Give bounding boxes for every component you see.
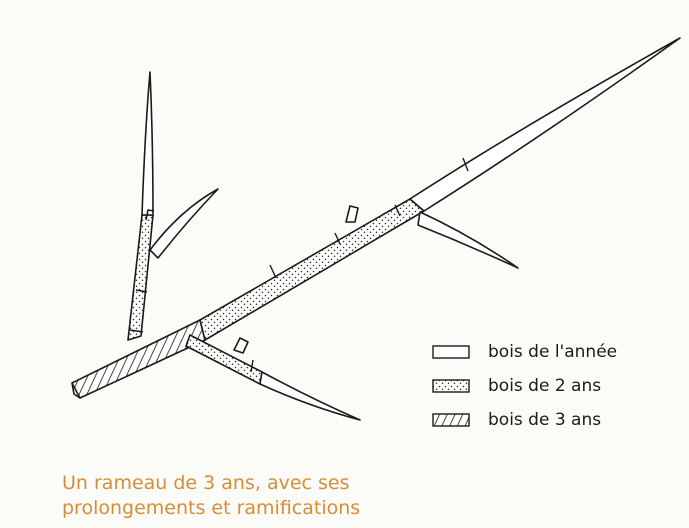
legend-label-two-years: bois de 2 ans: [488, 376, 601, 396]
upright-shoot-2yr: [128, 215, 153, 340]
figure-caption: Un rameau de 3 ans, avec ses prolongemen…: [62, 471, 422, 521]
legend-label-three-years: bois de 3 ans: [488, 410, 601, 430]
legend-item-two-years: bois de 2 ans: [432, 375, 617, 396]
hatched-swatch-icon: [432, 413, 470, 427]
lower-shoot-2yr: [186, 335, 262, 384]
upright-tip-1yr: [142, 72, 153, 215]
legend-item-current-year: bois de l'année: [432, 341, 617, 362]
upright-twig-1yr: [150, 189, 218, 258]
node-mark-1: [270, 265, 276, 278]
lower-tip-1yr: [260, 372, 360, 420]
main-twig-1yr: [418, 212, 518, 268]
caption-line-2: prolongements et ramifications: [62, 496, 422, 521]
bud-2: [234, 338, 248, 353]
legend: bois de l'année bois de 2 ans bois de 3 …: [432, 341, 617, 430]
legend-label-current-year: bois de l'année: [488, 342, 617, 362]
dotted-swatch-icon: [432, 379, 470, 393]
caption-line-1: Un rameau de 3 ans, avec ses: [62, 471, 422, 496]
terminal-prolongation-1yr: [410, 38, 680, 211]
main-branch-2yr: [200, 199, 424, 340]
bud-1: [346, 206, 358, 222]
legend-item-three-years: bois de 3 ans: [432, 409, 617, 430]
plain-swatch-icon: [432, 345, 470, 359]
